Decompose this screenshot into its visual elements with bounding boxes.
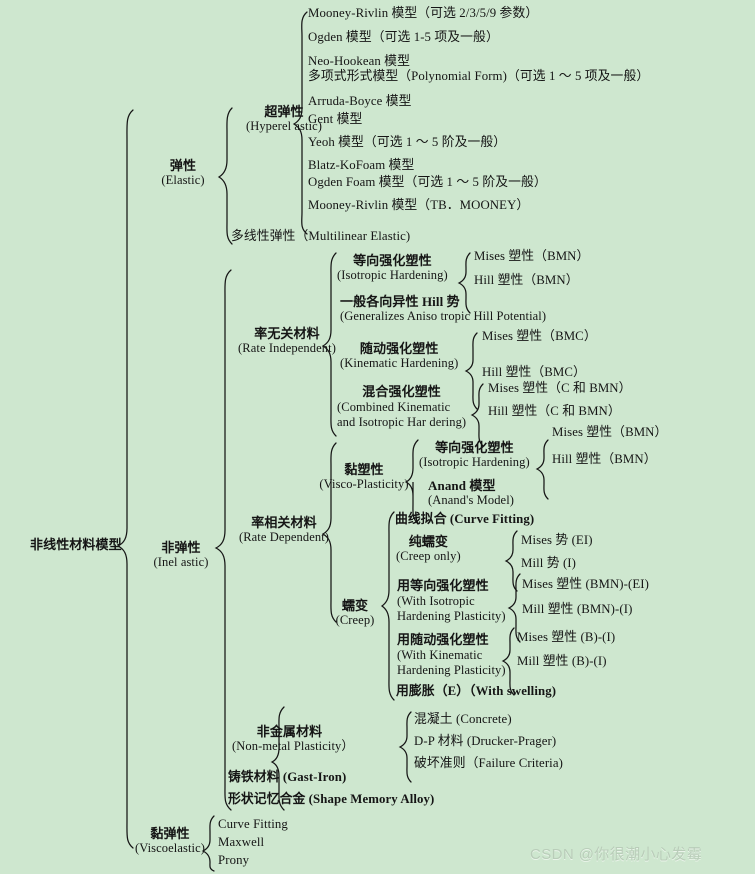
branch-viscoelastic-cn: 黏弹性 bbox=[150, 826, 190, 841]
node-ri-combined-hardening: 混合强化塑性 (Combined Kinematic and Isotropic… bbox=[337, 384, 466, 430]
leaf-ri-iso-1: Hill 塑性（BMN） bbox=[474, 273, 579, 287]
leaf-hyperelastic-9: Mooney-Rivlin 模型（TB．MOONEY） bbox=[308, 198, 530, 212]
leaf-ri-iso-0: Mises 塑性（BMN） bbox=[474, 249, 590, 263]
node-anand-model-cn: Anand 模型 bbox=[428, 478, 496, 493]
leaf-creep-only-1: Mill 势 (I) bbox=[521, 556, 577, 570]
node-ri-kinematic-hardening: 随动强化塑性 (Kinematic Hardening) bbox=[340, 341, 458, 371]
leaf-ri-kin-1: Hill 塑性（BMC） bbox=[482, 365, 586, 379]
node-creep-cn: 蠕变 bbox=[341, 598, 369, 613]
node-anand-model: Anand 模型 (Anand's Model) bbox=[428, 478, 514, 508]
leaf-ri-comb-0: Mises 塑性（C 和 BMN） bbox=[488, 381, 632, 395]
node-creep-with-swelling: 用膨胀（E）（With swelling) bbox=[396, 684, 557, 698]
node-cast-iron: 铸铁材料 (Gast-Iron) bbox=[228, 770, 347, 784]
node-vp-isotropic-hardening: 等向强化塑性 (Isotropic Hardening) bbox=[419, 440, 530, 470]
node-creep-with-kinematic-en: (With Kinematic bbox=[397, 647, 483, 662]
node-creep-only: 纯蠕变 (Creep only) bbox=[396, 534, 461, 564]
node-rate-dependent-cn: 率相关材料 bbox=[251, 515, 317, 530]
node-rate-independent-cn: 率无关材料 bbox=[254, 326, 320, 341]
node-ri-isotropic-hardening: 等向强化塑性 (Isotropic Hardening) bbox=[337, 253, 448, 283]
node-rate-independent: 率无关材料 (Rate Independent) bbox=[233, 326, 341, 356]
node-ri-generalized-hill: 一般各向异性 Hill 势 (Generalizes Aniso tropic … bbox=[340, 294, 546, 324]
node-ri-combined-hardening-en: (Combined Kinematic bbox=[337, 399, 451, 414]
leaf-creep-only-0: Mises 势 (EI) bbox=[521, 533, 593, 547]
leaf-nonmetal-2: 破坏准则（Failure Criteria) bbox=[414, 756, 563, 770]
leaf-vp-iso-0: Mises 塑性（BMN） bbox=[552, 425, 668, 439]
node-nonmetal-cn: 非金属材料 bbox=[256, 724, 323, 739]
node-creep: 蠕变 (Creep) bbox=[322, 598, 388, 628]
node-rate-independent-en: (Rate Independent) bbox=[238, 341, 336, 356]
node-creep-en: (Creep) bbox=[335, 613, 375, 628]
leaf-multilinear-elastic: 多线性弹性（Multilinear Elastic) bbox=[231, 229, 411, 243]
leaf-hyperelastic-7: Blatz-KoFoam 模型 bbox=[308, 158, 415, 172]
branch-elastic: 弹性 (Elastic) bbox=[147, 158, 219, 188]
leaf-hyperelastic-0: Mooney-Rivlin 模型（可选 2/3/5/9 参数） bbox=[308, 6, 539, 20]
branch-inelastic-en: (Inel astic) bbox=[153, 555, 209, 570]
node-ri-generalized-hill-en: (Generalizes Aniso tropic Hill Potential… bbox=[340, 309, 547, 324]
node-nonmetal: 非金属材料 (Non-metal Plasticity） bbox=[232, 724, 354, 754]
leaf-hyperelastic-6: Yeoh 模型（可选 1 ～ 5 阶及一般） bbox=[308, 135, 507, 149]
leaf-hyperelastic-2: Neo-Hookean 模型 bbox=[308, 54, 410, 68]
branch-elastic-en: (Elastic) bbox=[161, 173, 205, 188]
branch-inelastic: 非弹性 (Inel astic) bbox=[142, 540, 220, 570]
node-viscoplasticity-cn: 黏塑性 bbox=[344, 462, 384, 477]
branch-elastic-cn: 弹性 bbox=[169, 158, 197, 173]
node-vp-isotropic-hardening-en: (Isotropic Hardening) bbox=[419, 455, 530, 470]
node-anand-model-en: (Anand's Model) bbox=[428, 493, 515, 508]
leaf-hyperelastic-8: Ogden Foam 模型（可选 1 ～ 5 阶及一般） bbox=[308, 175, 547, 189]
node-ri-combined-hardening-cn: 混合强化塑性 bbox=[362, 384, 441, 399]
node-nonmetal-en: (Non-metal Plasticity） bbox=[232, 739, 354, 754]
leaf-viscoelastic-0: Curve Fitting bbox=[218, 817, 288, 831]
leaf-hyperelastic-1: Ogden 模型（可选 1-5 项及一般） bbox=[308, 30, 499, 44]
node-ri-isotropic-hardening-en: (Isotropic Hardening) bbox=[337, 268, 448, 283]
node-creep-curve-fitting: 曲线拟合 (Curve Fitting) bbox=[395, 512, 535, 526]
node-rate-dependent-en: (Rate Dependent) bbox=[238, 530, 330, 545]
root-label: 非线性材料模型 bbox=[30, 537, 122, 552]
node-hyperelastic-en: (Hyperel astic) bbox=[245, 119, 323, 134]
leaf-creep-kin-1: Mill 塑性 (B)-(I) bbox=[517, 654, 607, 668]
leaf-vp-iso-1: Hill 塑性（BMN） bbox=[552, 452, 657, 466]
node-creep-with-isotropic-en2: Hardening Plasticity) bbox=[397, 608, 506, 623]
branch-viscoelastic: 黏弹性 (Viscoelastic) bbox=[128, 826, 212, 856]
leaf-viscoelastic-1: Maxwell bbox=[218, 835, 265, 849]
node-creep-with-isotropic: 用等向强化塑性 (With Isotropic Hardening Plasti… bbox=[397, 578, 506, 624]
node-creep-only-en: (Creep only) bbox=[396, 549, 461, 564]
csdn-watermark: CSDN @你很潮小心发霉 bbox=[530, 846, 703, 863]
leaf-hyperelastic-4: Arruda-Boyce 模型 bbox=[308, 94, 412, 108]
node-ri-kinematic-hardening-cn: 随动强化塑性 bbox=[359, 341, 439, 356]
node-creep-only-cn: 纯蠕变 bbox=[408, 534, 449, 549]
node-hyperelastic-cn: 超弹性 bbox=[264, 104, 304, 119]
node-hyperelastic: 超弹性 (Hyperel astic) bbox=[238, 104, 330, 134]
node-creep-with-isotropic-cn: 用等向强化塑性 bbox=[397, 578, 489, 593]
node-creep-with-kinematic: 用随动强化塑性 (With Kinematic Hardening Plasti… bbox=[397, 632, 506, 678]
branch-inelastic-cn: 非弹性 bbox=[161, 540, 201, 555]
node-shape-memory-alloy: 形状记忆合金 (Shape Memory Alloy) bbox=[228, 792, 435, 806]
node-ri-isotropic-hardening-cn: 等向强化塑性 bbox=[353, 253, 432, 268]
leaf-creep-iso-0: Mises 塑性 (BMN)-(EI) bbox=[522, 577, 650, 591]
node-creep-with-isotropic-en: (With Isotropic bbox=[397, 593, 475, 608]
leaf-creep-iso-1: Mill 塑性 (BMN)-(I) bbox=[522, 602, 633, 616]
node-creep-with-kinematic-cn: 用随动强化塑性 bbox=[397, 632, 489, 647]
node-rate-dependent: 率相关材料 (Rate Dependent) bbox=[234, 515, 334, 545]
node-ri-combined-hardening-en2: and Isotropic Har dering) bbox=[337, 414, 467, 429]
leaf-hyperelastic-3: 多项式形式模型（Polynomial Form)（可选 1 ～ 5 项及一般） bbox=[308, 69, 650, 83]
node-ri-kinematic-hardening-en: (Kinematic Hardening) bbox=[340, 356, 459, 371]
leaf-hyperelastic-5: Gent 模型 bbox=[308, 112, 363, 126]
leaf-nonmetal-0: 混凝土 (Concrete) bbox=[414, 712, 512, 726]
leaf-creep-kin-0: Mises 塑性 (B)-(I) bbox=[517, 630, 616, 644]
leaf-nonmetal-1: D-P 材料 (Drucker-Prager) bbox=[414, 734, 557, 748]
node-vp-isotropic-hardening-cn: 等向强化塑性 bbox=[435, 440, 514, 455]
branch-viscoelastic-en: (Viscoelastic) bbox=[134, 841, 206, 856]
node-viscoplasticity: 黏塑性 (Visco-Plasticity) bbox=[312, 462, 416, 492]
node-creep-with-kinematic-en2: Hardening Plasticity) bbox=[397, 662, 506, 677]
node-viscoplasticity-en: (Visco-Plasticity) bbox=[319, 477, 409, 492]
leaf-ri-comb-1: Hill 塑性（C 和 BMN） bbox=[488, 404, 621, 418]
leaf-ri-kin-0: Mises 塑性（BMC） bbox=[482, 329, 597, 343]
leaf-viscoelastic-2: Prony bbox=[218, 853, 250, 867]
node-ri-generalized-hill-cn: 一般各向异性 Hill 势 bbox=[340, 294, 460, 309]
